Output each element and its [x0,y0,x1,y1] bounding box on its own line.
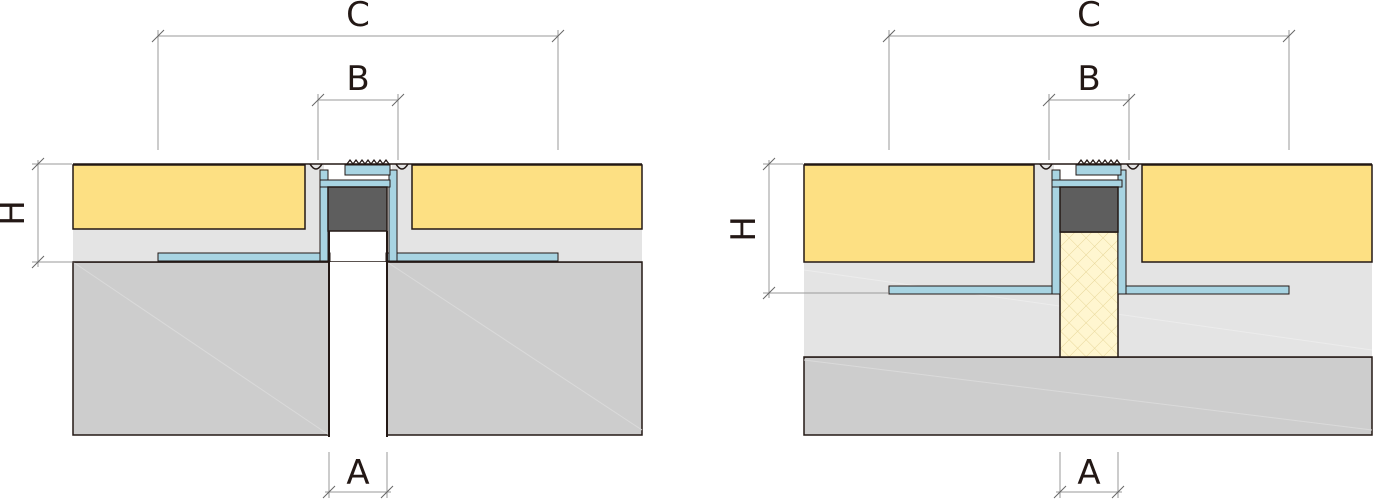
right-tiles [803,164,1373,263]
right-dim-c: C [882,0,1296,150]
left-dim-a-label: A [346,453,369,493]
right-section: C B H A [724,0,1373,499]
left-dim-c-label: C [346,0,370,35]
left-dim-b: B [311,59,405,160]
left-dim-h-label: H [0,200,33,226]
left-concrete-base [72,261,643,436]
left-dim-h: H [0,157,72,269]
right-dim-h: H [724,157,888,300]
left-dim-a: A [322,452,394,499]
right-dim-a: A [1053,452,1125,499]
right-concrete-base [803,356,1373,436]
left-insert [327,186,388,232]
left-section: C B H A [0,0,643,499]
left-joint-gap [330,262,386,437]
right-dim-b-label: B [1077,59,1100,99]
right-dim-h-label: H [724,216,764,242]
right-dim-c-label: C [1077,0,1101,35]
left-dim-c: C [151,0,565,150]
right-insert [1059,186,1119,233]
right-dim-a-label: A [1077,453,1100,493]
left-tiles [72,164,643,230]
left-dim-b-label: B [346,59,369,99]
right-dim-b: B [1042,59,1136,160]
right-joint-filler [1059,231,1119,358]
